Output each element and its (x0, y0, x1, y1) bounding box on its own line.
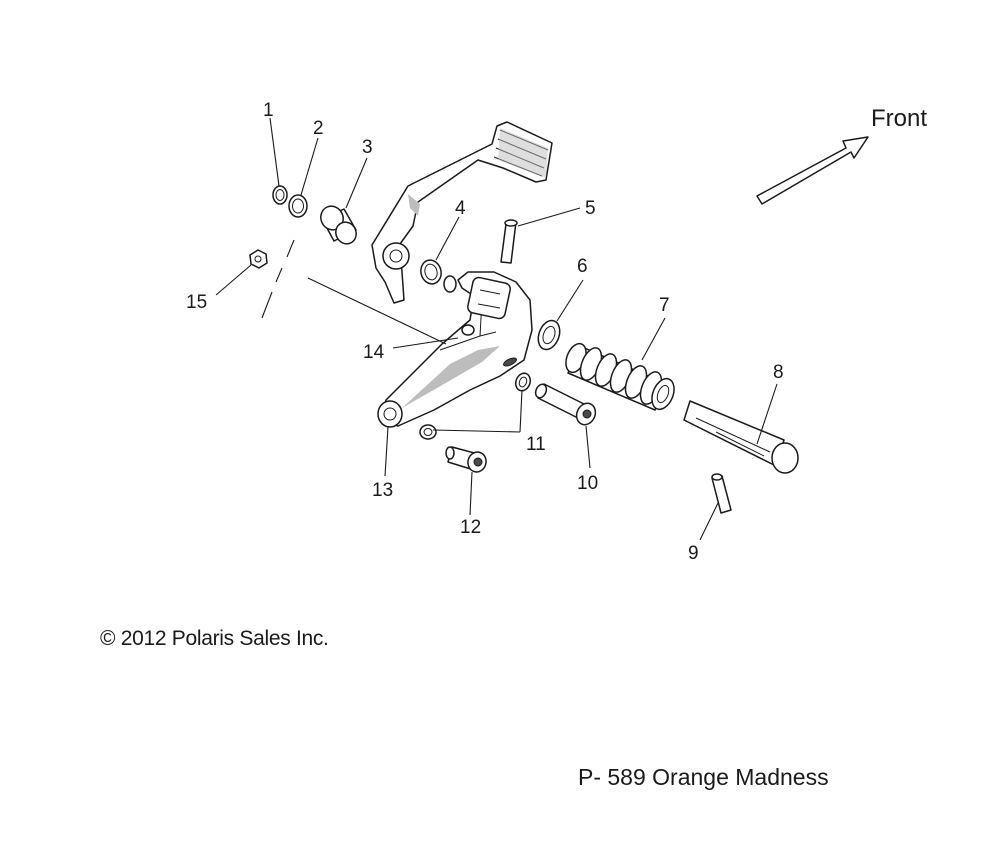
part-11-washer-lower (419, 424, 437, 440)
front-arrow-icon (756, 136, 869, 205)
part-1-snap-ring (272, 185, 288, 205)
front-label: Front (871, 105, 927, 132)
callout-15: 15 (186, 292, 207, 313)
part-6-washer (537, 319, 561, 351)
part-13-14-footpeg-bracket (377, 271, 533, 428)
callout-13: 13 (372, 480, 393, 501)
callout-1: 1 (263, 100, 274, 121)
part-11-washer-upper (514, 372, 532, 392)
part-8-footpeg-pin (683, 400, 799, 474)
callout-6: 6 (577, 256, 588, 277)
assembly-axis-line (261, 239, 295, 319)
callout-5: 5 (585, 198, 596, 219)
callout-11: 11 (526, 434, 546, 455)
callout-14: 14 (363, 342, 385, 363)
callout-9: 9 (688, 543, 699, 564)
callout-12: 12 (460, 517, 481, 538)
leader-lines (215, 117, 778, 541)
callout-3: 3 (362, 137, 373, 158)
part-4-washer (420, 259, 442, 285)
callout-2: 2 (313, 118, 324, 139)
part-7-footpeg-rubber (565, 342, 675, 411)
part-5-pin (500, 219, 518, 264)
brake-pedal-lever (371, 121, 553, 304)
copyright-notice: © 2012 Polaris Sales Inc. (100, 627, 329, 650)
part-15-nut (249, 249, 268, 269)
part-2-washer (288, 194, 308, 218)
part-12-bolt (445, 446, 487, 473)
callout-7: 7 (659, 295, 670, 316)
part-10-bolt (534, 383, 597, 426)
part-9-set-screw (711, 473, 732, 514)
part-3-bushing (320, 205, 357, 245)
diagram-title: P- 589 Orange Madness (578, 764, 829, 790)
callout-10: 10 (577, 473, 598, 494)
callout-4: 4 (455, 198, 466, 219)
callout-8: 8 (773, 362, 784, 383)
